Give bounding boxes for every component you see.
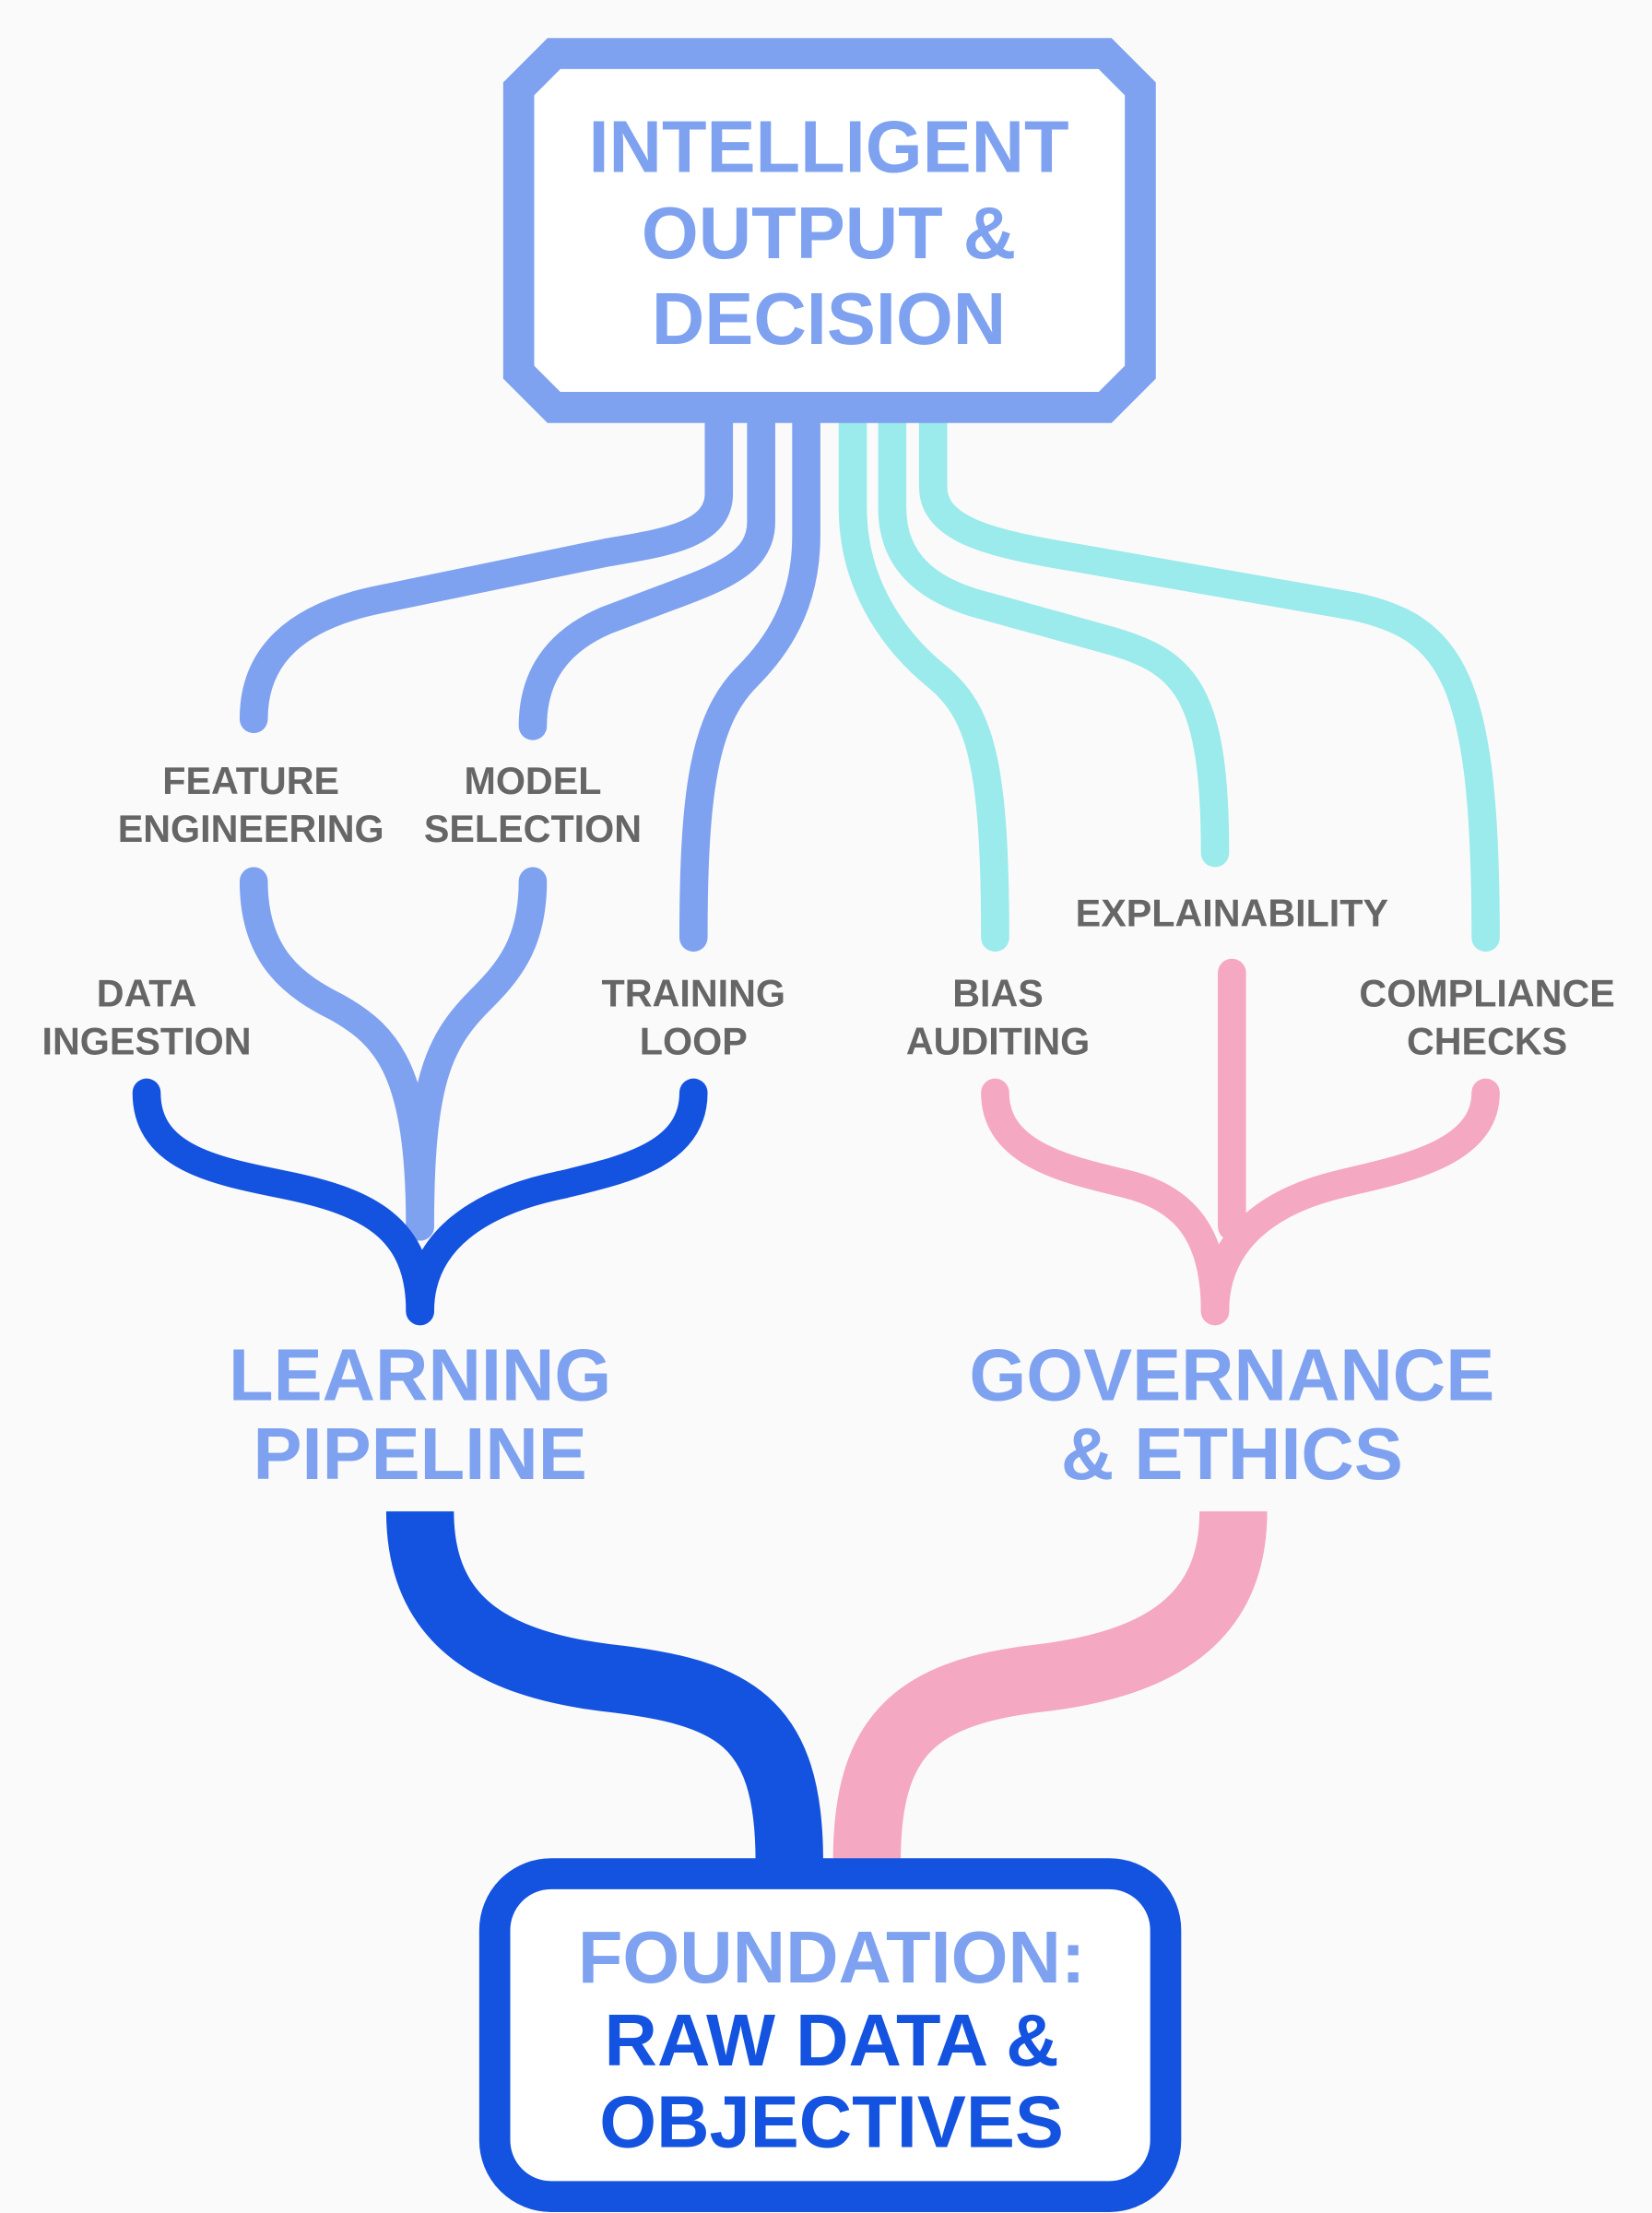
- output-title-line: INTELLIGENT: [588, 106, 1068, 188]
- connector-ingestion-to-learning: [132, 1078, 434, 1326]
- foundation-title: FOUNDATION:: [578, 1916, 1086, 1998]
- learning-pipeline-title: PIPELINE: [254, 1413, 587, 1495]
- label-data-ingestion: DATA: [97, 973, 196, 1015]
- label-training-loop: LOOP: [640, 1021, 748, 1063]
- connector-bias-to-governance: [981, 1078, 1230, 1326]
- connector-compliance-to-governance: [1200, 1078, 1500, 1326]
- output-box: [502, 38, 1156, 423]
- label-data-ingestion: INGESTION: [42, 1021, 252, 1063]
- label-bias-auditing: AUDITING: [906, 1021, 1090, 1063]
- label-training-loop: TRAINING: [602, 973, 785, 1015]
- learning-pipeline-title: LEARNING: [229, 1333, 611, 1415]
- connector-model-to-learning: [406, 867, 548, 1241]
- output-title-line: OUTPUT &: [642, 192, 1016, 274]
- foundation-subtitle: RAW DATA &: [605, 1999, 1059, 2081]
- governance-ethics-title: & ETHICS: [1061, 1413, 1403, 1495]
- foundation-box: [478, 1858, 1182, 2213]
- label-feature-engineering: ENGINEERING: [118, 808, 384, 850]
- connector-explainability: [878, 408, 1230, 868]
- output-title-line: DECISION: [652, 278, 1006, 360]
- connector-training-loop: [678, 408, 820, 953]
- label-feature-engineering: FEATURE: [162, 760, 339, 802]
- label-model-selection: MODEL: [464, 760, 601, 802]
- label-explainability: EXPLAINABILITY: [1076, 893, 1388, 935]
- label-compliance-checks: CHECKS: [1407, 1021, 1567, 1063]
- trunk-governance: [832, 1510, 1268, 1862]
- connector-model-selection: [518, 408, 775, 740]
- governance-ethics-title: GOVERNANCE: [969, 1333, 1494, 1415]
- output-title: INTELLIGENT OUTPUT & DECISION: [588, 106, 1068, 361]
- label-compliance-checks: COMPLIANCE: [1359, 973, 1614, 1015]
- label-bias-auditing: BIAS: [952, 973, 1044, 1015]
- connector-bias-auditing: [838, 408, 1009, 953]
- trunk-learning: [385, 1510, 823, 1862]
- connector-compliance: [918, 408, 1500, 953]
- label-model-selection: SELECTION: [424, 808, 642, 850]
- connector-training-to-learning: [406, 1078, 708, 1326]
- foundation-subtitle: OBJECTIVES: [599, 2081, 1064, 2163]
- connector-feature-engineering: [239, 408, 734, 734]
